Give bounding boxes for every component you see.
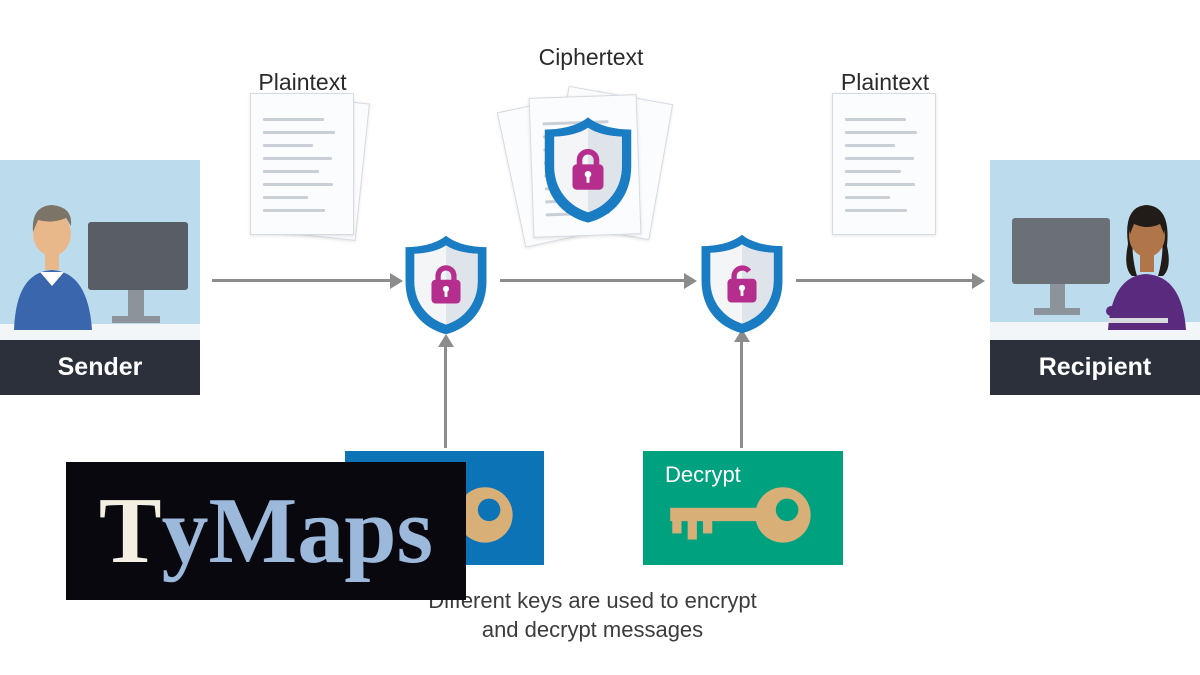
recipient-panel: Recipient: [990, 160, 1200, 395]
decrypt-key-label: Decrypt: [665, 462, 741, 487]
watermark-text-first: T: [98, 479, 162, 583]
decrypt-key-icon: [670, 487, 811, 543]
decrypt-key-box: Decrypt: [643, 451, 843, 565]
plaintext-right-label: Plaintext: [840, 69, 930, 95]
plaintext-left-label: Plaintext: [258, 69, 347, 95]
ciphertext-label: Ciphertext: [538, 44, 644, 70]
sender-label: Sender: [0, 340, 200, 395]
caption-text: Different keys are used to encrypt and d…: [370, 586, 815, 644]
encrypt-shield-lock-icon: [402, 233, 490, 337]
arrow-decrypt-key-to-shield: [733, 329, 750, 448]
plaintext-right-document-icon: [832, 93, 936, 235]
sender-panel: Sender: [0, 160, 200, 395]
arrow-sender-to-encrypt: [212, 272, 403, 289]
arrow-decrypt-to-recipient: [796, 272, 985, 289]
woman-at-computer-icon: [990, 205, 1200, 340]
watermark-text-rest: yMaps: [161, 479, 434, 583]
caption-line1: Different keys are used to encrypt: [428, 588, 757, 613]
recipient-label: Recipient: [990, 340, 1200, 395]
caption-line2: and decrypt messages: [481, 617, 704, 642]
sender-illustration: [0, 160, 200, 340]
plaintext-left-document-icon: [250, 93, 354, 235]
man-at-computer-icon: [0, 205, 200, 340]
arrow-encrypt-key-to-shield: [437, 334, 454, 448]
decrypt-shield-unlock-icon: [698, 232, 786, 336]
recipient-illustration: [990, 160, 1200, 340]
ciphertext-shield-lock-icon: [541, 115, 635, 225]
arrow-encrypt-to-decrypt: [500, 272, 697, 289]
